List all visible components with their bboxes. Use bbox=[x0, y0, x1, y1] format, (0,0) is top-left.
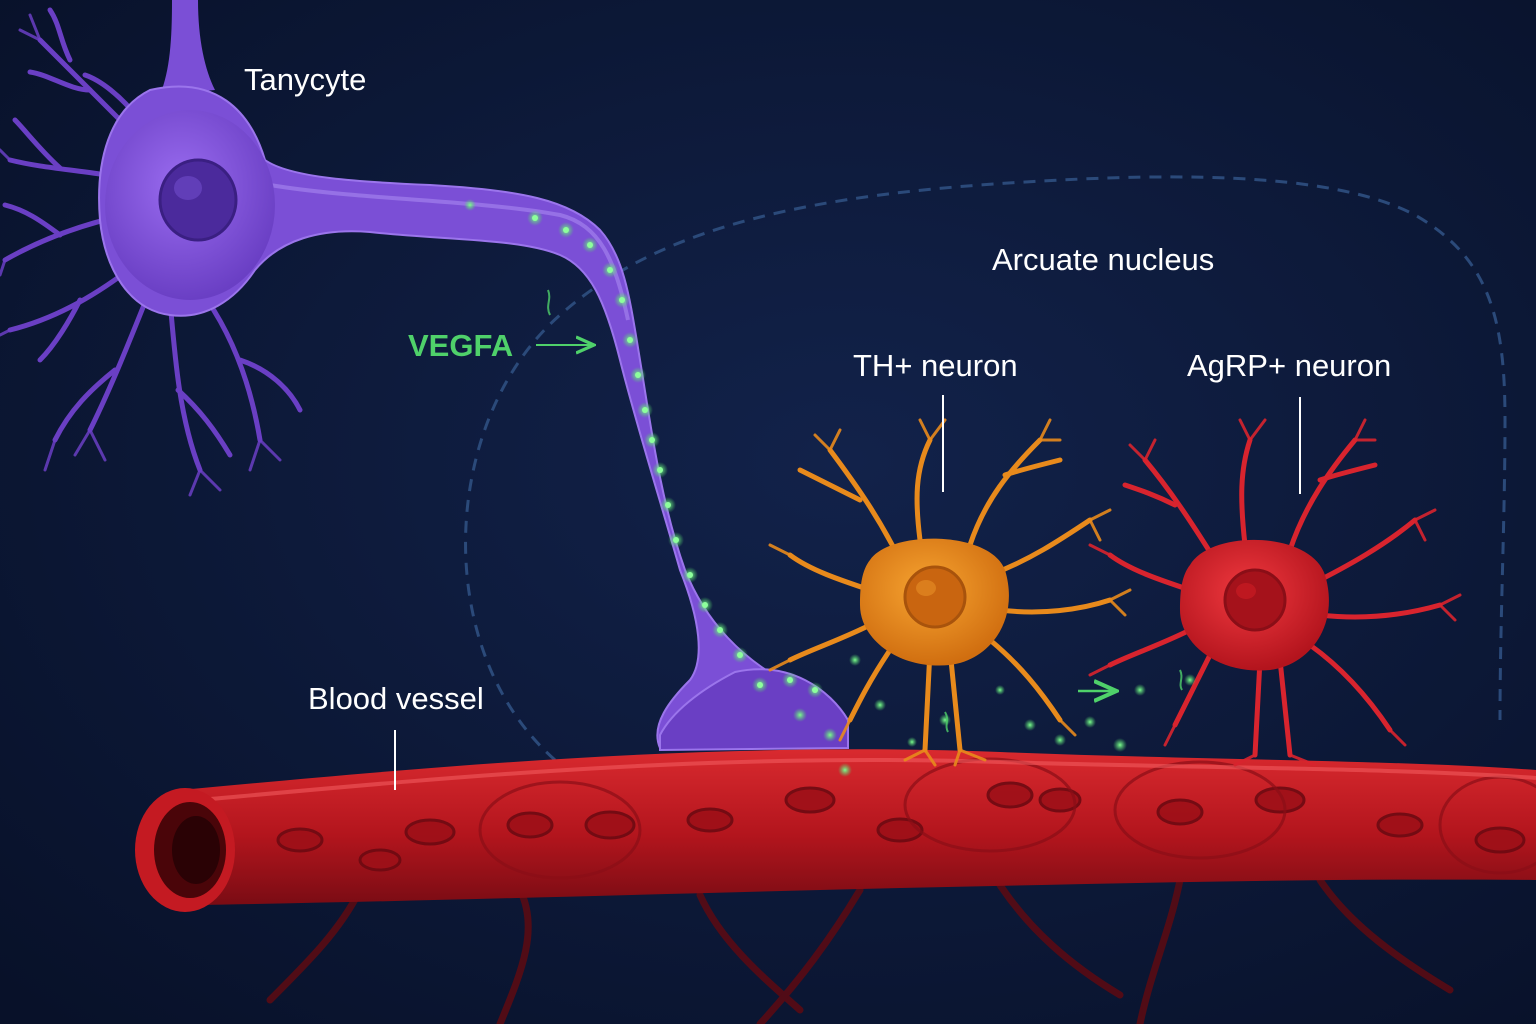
th-neuron-dendrites bbox=[787, 437, 1113, 753]
agrp-neuron-cell bbox=[1088, 418, 1462, 767]
tanycyte-nucleus bbox=[158, 158, 238, 242]
tanycyte-cell bbox=[0, 0, 850, 752]
agrp-neuron-dendrites bbox=[1107, 437, 1443, 758]
th-neuron-label: TH+ neuron bbox=[853, 348, 1018, 383]
vessel-branches bbox=[266, 876, 1454, 1024]
tanycyte-endfoot bbox=[659, 668, 849, 752]
tanycyte-label: Tanycyte bbox=[244, 62, 366, 97]
blood-vessel bbox=[135, 749, 1536, 1024]
agrp-neuron-label: AgRP+ neuron bbox=[1187, 348, 1391, 383]
th-neuron-nucleus bbox=[903, 565, 967, 629]
agrp-neuron-nucleus bbox=[1223, 568, 1287, 632]
blood-vessel-label: Blood vessel bbox=[308, 681, 484, 716]
arcuate-nucleus-boundary bbox=[464, 175, 1507, 762]
vegfa-particles bbox=[838, 654, 1196, 777]
vegfa-vesicles bbox=[464, 199, 837, 742]
th-neuron-cell bbox=[768, 418, 1132, 767]
arcuate-nucleus-label: Arcuate nucleus bbox=[992, 242, 1214, 277]
vegfa-label: VEGFA bbox=[408, 328, 513, 363]
